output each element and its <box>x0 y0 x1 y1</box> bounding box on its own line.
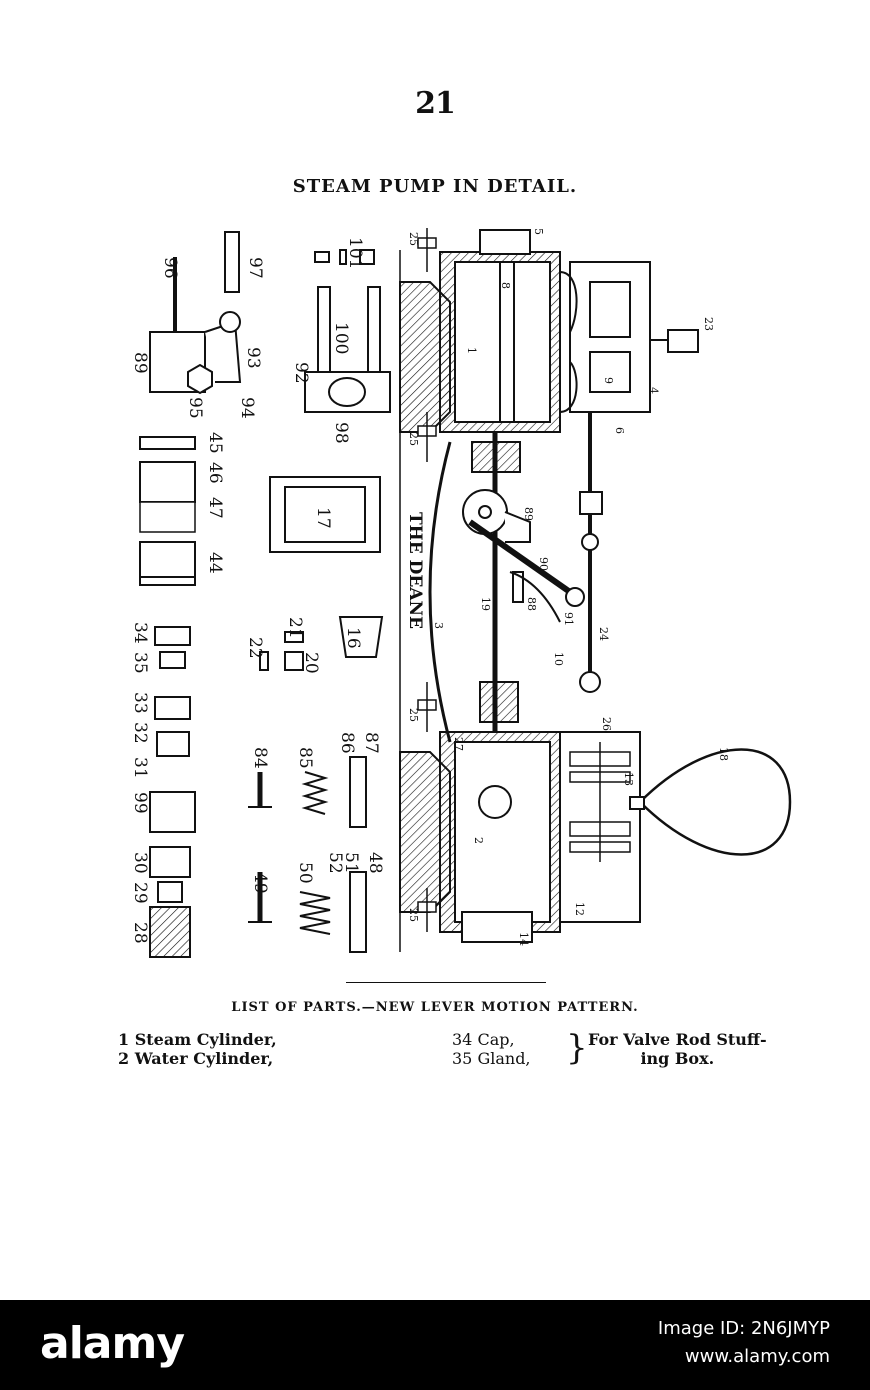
footer-url: www.alamy.com <box>684 1346 830 1367</box>
image-id: Image ID: 2N6JMYP <box>657 1318 830 1339</box>
label-95: 95 <box>185 397 205 419</box>
water-cylinder-bore <box>454 741 551 923</box>
label-5: 5 <box>532 228 545 235</box>
air-chamber <box>638 748 792 856</box>
label-93: 93 <box>243 347 263 369</box>
label-50: 50 <box>295 862 315 884</box>
part-item: 1 Steam Cylinder, <box>118 1030 277 1049</box>
label-28: 28 <box>130 922 150 944</box>
label-46: 46 <box>205 462 225 484</box>
part-item: 2 Water Cylinder, <box>118 1049 274 1068</box>
label-44: 44 <box>205 552 225 574</box>
label-1: 1 <box>465 347 478 354</box>
label-33: 33 <box>130 692 150 714</box>
label-96: 96 <box>160 257 180 279</box>
label-23: 23 <box>702 317 715 331</box>
label-12: 12 <box>573 902 586 916</box>
label-52: 52 <box>325 852 345 874</box>
label-85: 85 <box>295 747 315 769</box>
label-19: 19 <box>479 597 492 611</box>
label-10: 10 <box>552 652 565 666</box>
cylinder-head <box>479 229 531 255</box>
label-100: 100 <box>331 322 351 354</box>
label-31: 31 <box>130 757 150 779</box>
label-18: 18 <box>717 747 730 761</box>
part-item: 34 Cap, <box>452 1030 515 1049</box>
label-29: 29 <box>130 882 150 904</box>
label-99: 99 <box>130 792 150 814</box>
label-17: 17 <box>313 507 333 529</box>
label-14: 14 <box>517 932 530 946</box>
label-47: 47 <box>205 497 225 519</box>
label-101: 101 <box>345 237 365 269</box>
piston <box>499 261 515 423</box>
label-2: 2 <box>472 837 485 844</box>
label-49: 49 <box>250 872 270 894</box>
parts-list-middle: 34 Cap, 35 Gland, <box>452 1030 531 1068</box>
label-89b: 89 <box>522 507 535 521</box>
label-90: 90 <box>537 557 550 571</box>
label-88: 88 <box>525 597 538 611</box>
water-head <box>461 911 533 943</box>
part-item: 35 Gland, <box>452 1049 531 1068</box>
label-97: 97 <box>245 257 265 279</box>
label-22: 22 <box>245 637 265 659</box>
label-34: 34 <box>130 622 150 644</box>
label-87: 87 <box>361 732 381 754</box>
divider-rule <box>346 982 546 983</box>
parts-list-right: For Valve Rod Stuff- ing Box. <box>588 1030 767 1068</box>
label-98: 98 <box>331 422 351 444</box>
parts-list-heading: LIST OF PARTS.—NEW LEVER MOTION PATTERN. <box>231 1000 639 1015</box>
brand-text: THE DEANE <box>405 512 425 629</box>
page-number: 21 <box>415 86 456 121</box>
label-35: 35 <box>130 652 150 674</box>
label-25d: 25 <box>407 908 420 922</box>
label-16: 16 <box>343 627 363 649</box>
label-86: 86 <box>337 732 357 754</box>
label-25b: 25 <box>407 432 420 446</box>
label-24: 24 <box>597 627 610 641</box>
label-45: 45 <box>205 432 225 454</box>
brace-icon: } <box>566 1028 588 1068</box>
part-note: For Valve Rod Stuff- <box>588 1030 767 1049</box>
label-26: 26 <box>600 717 613 731</box>
label-9: 9 <box>602 377 615 384</box>
label-3: 3 <box>432 622 445 629</box>
label-92: 92 <box>291 362 311 384</box>
alamy-logo: alamy <box>40 1318 185 1369</box>
label-13: 13 <box>622 772 635 786</box>
parts-list-left: 1 Steam Cylinder, 2 Water Cylinder, <box>118 1030 277 1068</box>
label-91: 91 <box>562 612 575 626</box>
label-4: 4 <box>647 387 660 394</box>
label-6: 6 <box>613 427 626 434</box>
label-8: 8 <box>499 282 512 289</box>
label-25a: 25 <box>407 232 420 246</box>
label-32: 32 <box>130 722 150 744</box>
label-94: 94 <box>237 397 257 419</box>
label-51: 51 <box>341 852 361 874</box>
steam-pump-diagram: THE DEANE 101 96 97 89 93 95 94 92 100 9… <box>130 228 792 958</box>
label-84: 84 <box>250 747 270 769</box>
label-20: 20 <box>301 652 321 674</box>
label-25c: 25 <box>407 708 420 722</box>
label-27: 27 <box>452 737 465 751</box>
label-48: 48 <box>365 852 385 874</box>
label-89a: 89 <box>130 352 150 374</box>
label-30: 30 <box>130 852 150 874</box>
part-note: ing Box. <box>640 1049 715 1068</box>
watermark-footer <box>0 1300 870 1390</box>
page-title: STEAM PUMP IN DETAIL. <box>292 176 578 197</box>
label-21: 21 <box>285 617 305 639</box>
